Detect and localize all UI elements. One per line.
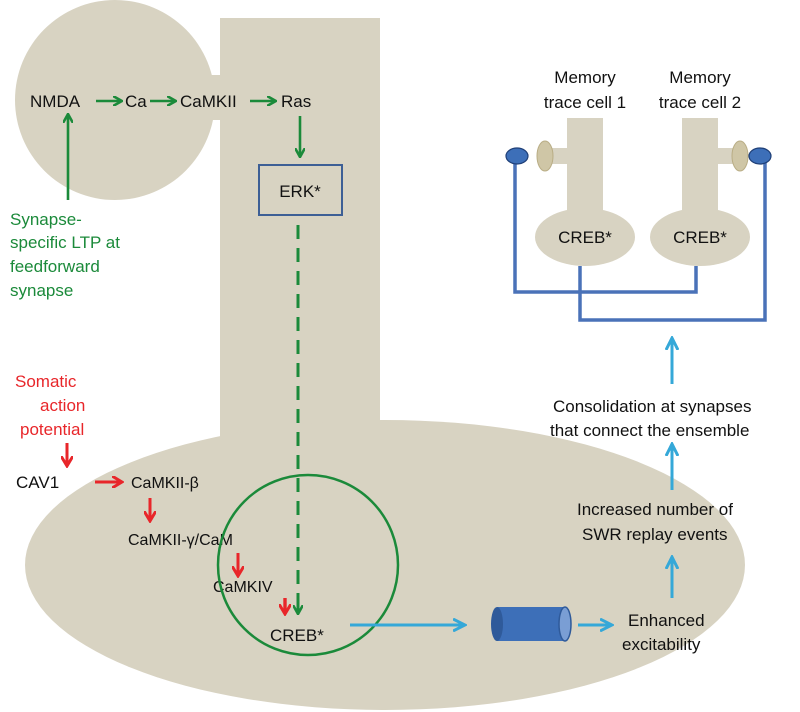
cell1-bouton	[536, 140, 554, 172]
ap-label-line1: Somatic	[15, 372, 77, 391]
cell1-terminal	[505, 147, 529, 165]
consolidation-line2: that connect the ensemble	[550, 421, 749, 440]
ca-label: Ca	[125, 92, 147, 111]
dendrite-trunk	[220, 18, 380, 463]
memory-trace-cell-1: Memory trace cell 1 CREB*	[535, 68, 635, 266]
swr-line1: Increased number of	[577, 500, 733, 519]
cav1-label: CAV1	[16, 473, 59, 492]
ion-channel	[491, 606, 572, 642]
cell1-title-line2: trace cell 1	[544, 93, 626, 112]
excitability-line2: excitability	[622, 635, 701, 654]
nucleus-circle	[216, 473, 400, 657]
spine-neck	[150, 75, 230, 120]
camkii-gamma-label: CaMKII-γ/CaM	[128, 532, 233, 549]
consolidation-line1: Consolidation at synapses	[553, 397, 751, 416]
excitability-line1: Enhanced	[628, 611, 705, 630]
erk-box	[258, 164, 343, 216]
ap-label-line3: potential	[20, 420, 84, 439]
ltp-label-line3: feedforward	[10, 257, 100, 276]
camkii-label: CaMKII	[180, 92, 237, 111]
cell2-creb-label: CREB*	[673, 228, 727, 247]
cell1-creb-label: CREB*	[558, 228, 612, 247]
ltp-label-line2: specific LTP at	[10, 233, 120, 252]
ltp-label-line4: synapse	[10, 281, 73, 300]
ap-label-line2: action	[40, 396, 85, 415]
cell2-title-line1: Memory	[669, 68, 731, 87]
soma-pathway: CAV1 CaMKII-β CaMKII-γ/CaM CaMKIV CREB*	[16, 473, 324, 645]
nmda-label: NMDA	[30, 92, 81, 111]
ensemble-connections	[513, 156, 767, 322]
memory-trace-cell-2: Memory trace cell 2 CREB*	[650, 68, 750, 266]
camkiv-label: CaMKIV	[213, 579, 273, 596]
ras-label: Ras	[281, 92, 311, 111]
soma	[25, 420, 745, 710]
cell2-bouton	[731, 140, 749, 172]
swr-line2: SWR replay events	[582, 525, 728, 544]
cell1-title-line1: Memory	[554, 68, 616, 87]
camkii-beta-label: CaMKII-β	[131, 475, 199, 492]
wire-cell2-to-cell1	[578, 156, 767, 322]
cell2-title-line2: trace cell 2	[659, 93, 741, 112]
creb-label: CREB*	[270, 626, 324, 645]
wire-cell1-to-cell2	[513, 156, 698, 294]
action-potential-label: Somatic action potential	[15, 372, 85, 439]
ltp-label: Synapse- specific LTP at feedforward syn…	[10, 210, 120, 300]
top-pathway: NMDA Ca CaMKII Ras ERK*	[30, 92, 343, 612]
cell2-terminal	[748, 147, 772, 165]
erk-label: ERK*	[279, 182, 321, 201]
ltp-label-line1: Synapse-	[10, 210, 82, 229]
